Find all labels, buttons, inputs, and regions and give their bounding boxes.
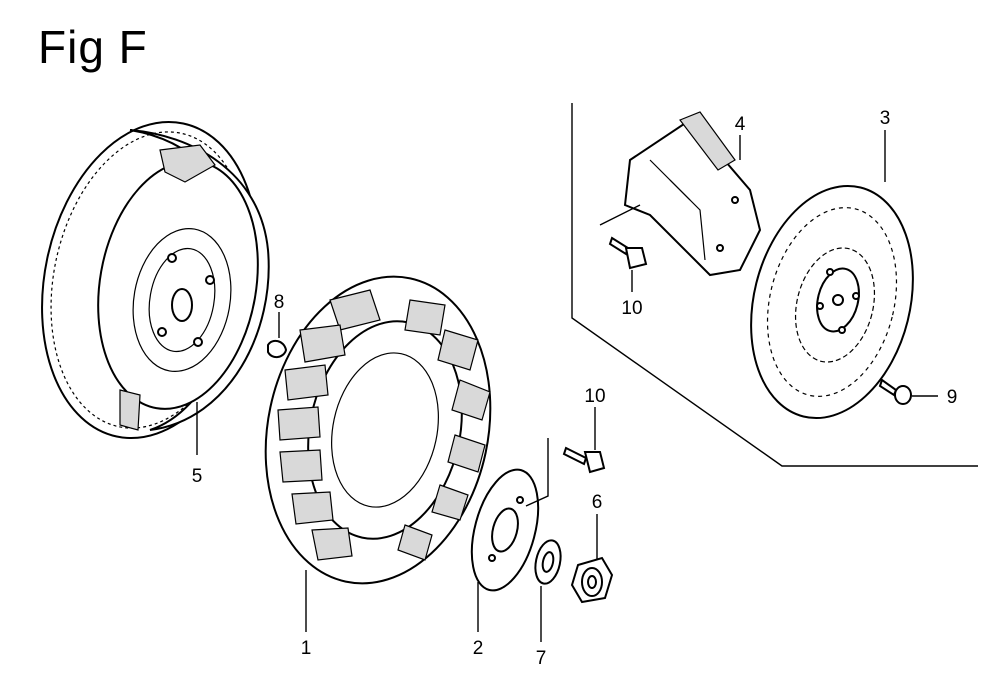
- flywheel-part: [41, 120, 270, 440]
- inset-frame: [571, 103, 978, 467]
- flange-nut-part: [570, 556, 614, 604]
- ignition-coil-part: [623, 111, 762, 277]
- leader-10-upper-bracket: [599, 204, 641, 226]
- bolt-upper-part: [608, 236, 648, 270]
- bolt-lower-part: [562, 446, 606, 474]
- pulley-plate-part: [470, 468, 540, 592]
- callout-6: 6: [592, 492, 603, 513]
- key-part: [267, 339, 288, 358]
- bracket-10-lower: [525, 438, 549, 507]
- callout-4: 4: [735, 114, 746, 135]
- callout-7: 7: [536, 648, 547, 669]
- callout-3: 3: [880, 108, 891, 129]
- screw-part: [878, 378, 912, 405]
- figure-title: Fig F: [38, 21, 148, 73]
- callout-8: 8: [274, 292, 285, 313]
- rotor-disc-part: [750, 184, 914, 420]
- callout-9: 9: [947, 387, 958, 408]
- callout-10-upper: 10: [621, 298, 642, 319]
- callout-1: 1: [301, 638, 312, 659]
- callout-10-lower: 10: [584, 386, 605, 407]
- washer-part: [534, 539, 562, 585]
- cooling-fan-part: [264, 275, 492, 585]
- callout-5: 5: [192, 466, 203, 487]
- callout-2: 2: [473, 638, 484, 659]
